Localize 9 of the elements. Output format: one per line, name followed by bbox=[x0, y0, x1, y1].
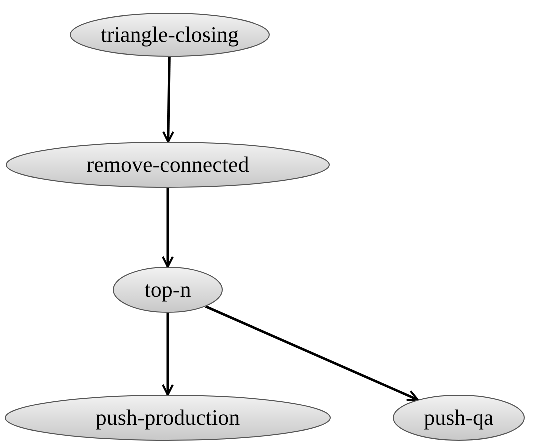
node-label: triangle-closing bbox=[100, 24, 240, 46]
arrow bbox=[162, 188, 174, 268]
arrow bbox=[205, 306, 420, 402]
node-label: push-qa bbox=[424, 407, 494, 429]
arrow bbox=[162, 313, 174, 396]
node-label: push-production bbox=[96, 407, 240, 429]
node-label: remove-connected bbox=[86, 154, 250, 176]
arrow bbox=[162, 56, 174, 143]
node-label: top-n bbox=[144, 279, 192, 301]
